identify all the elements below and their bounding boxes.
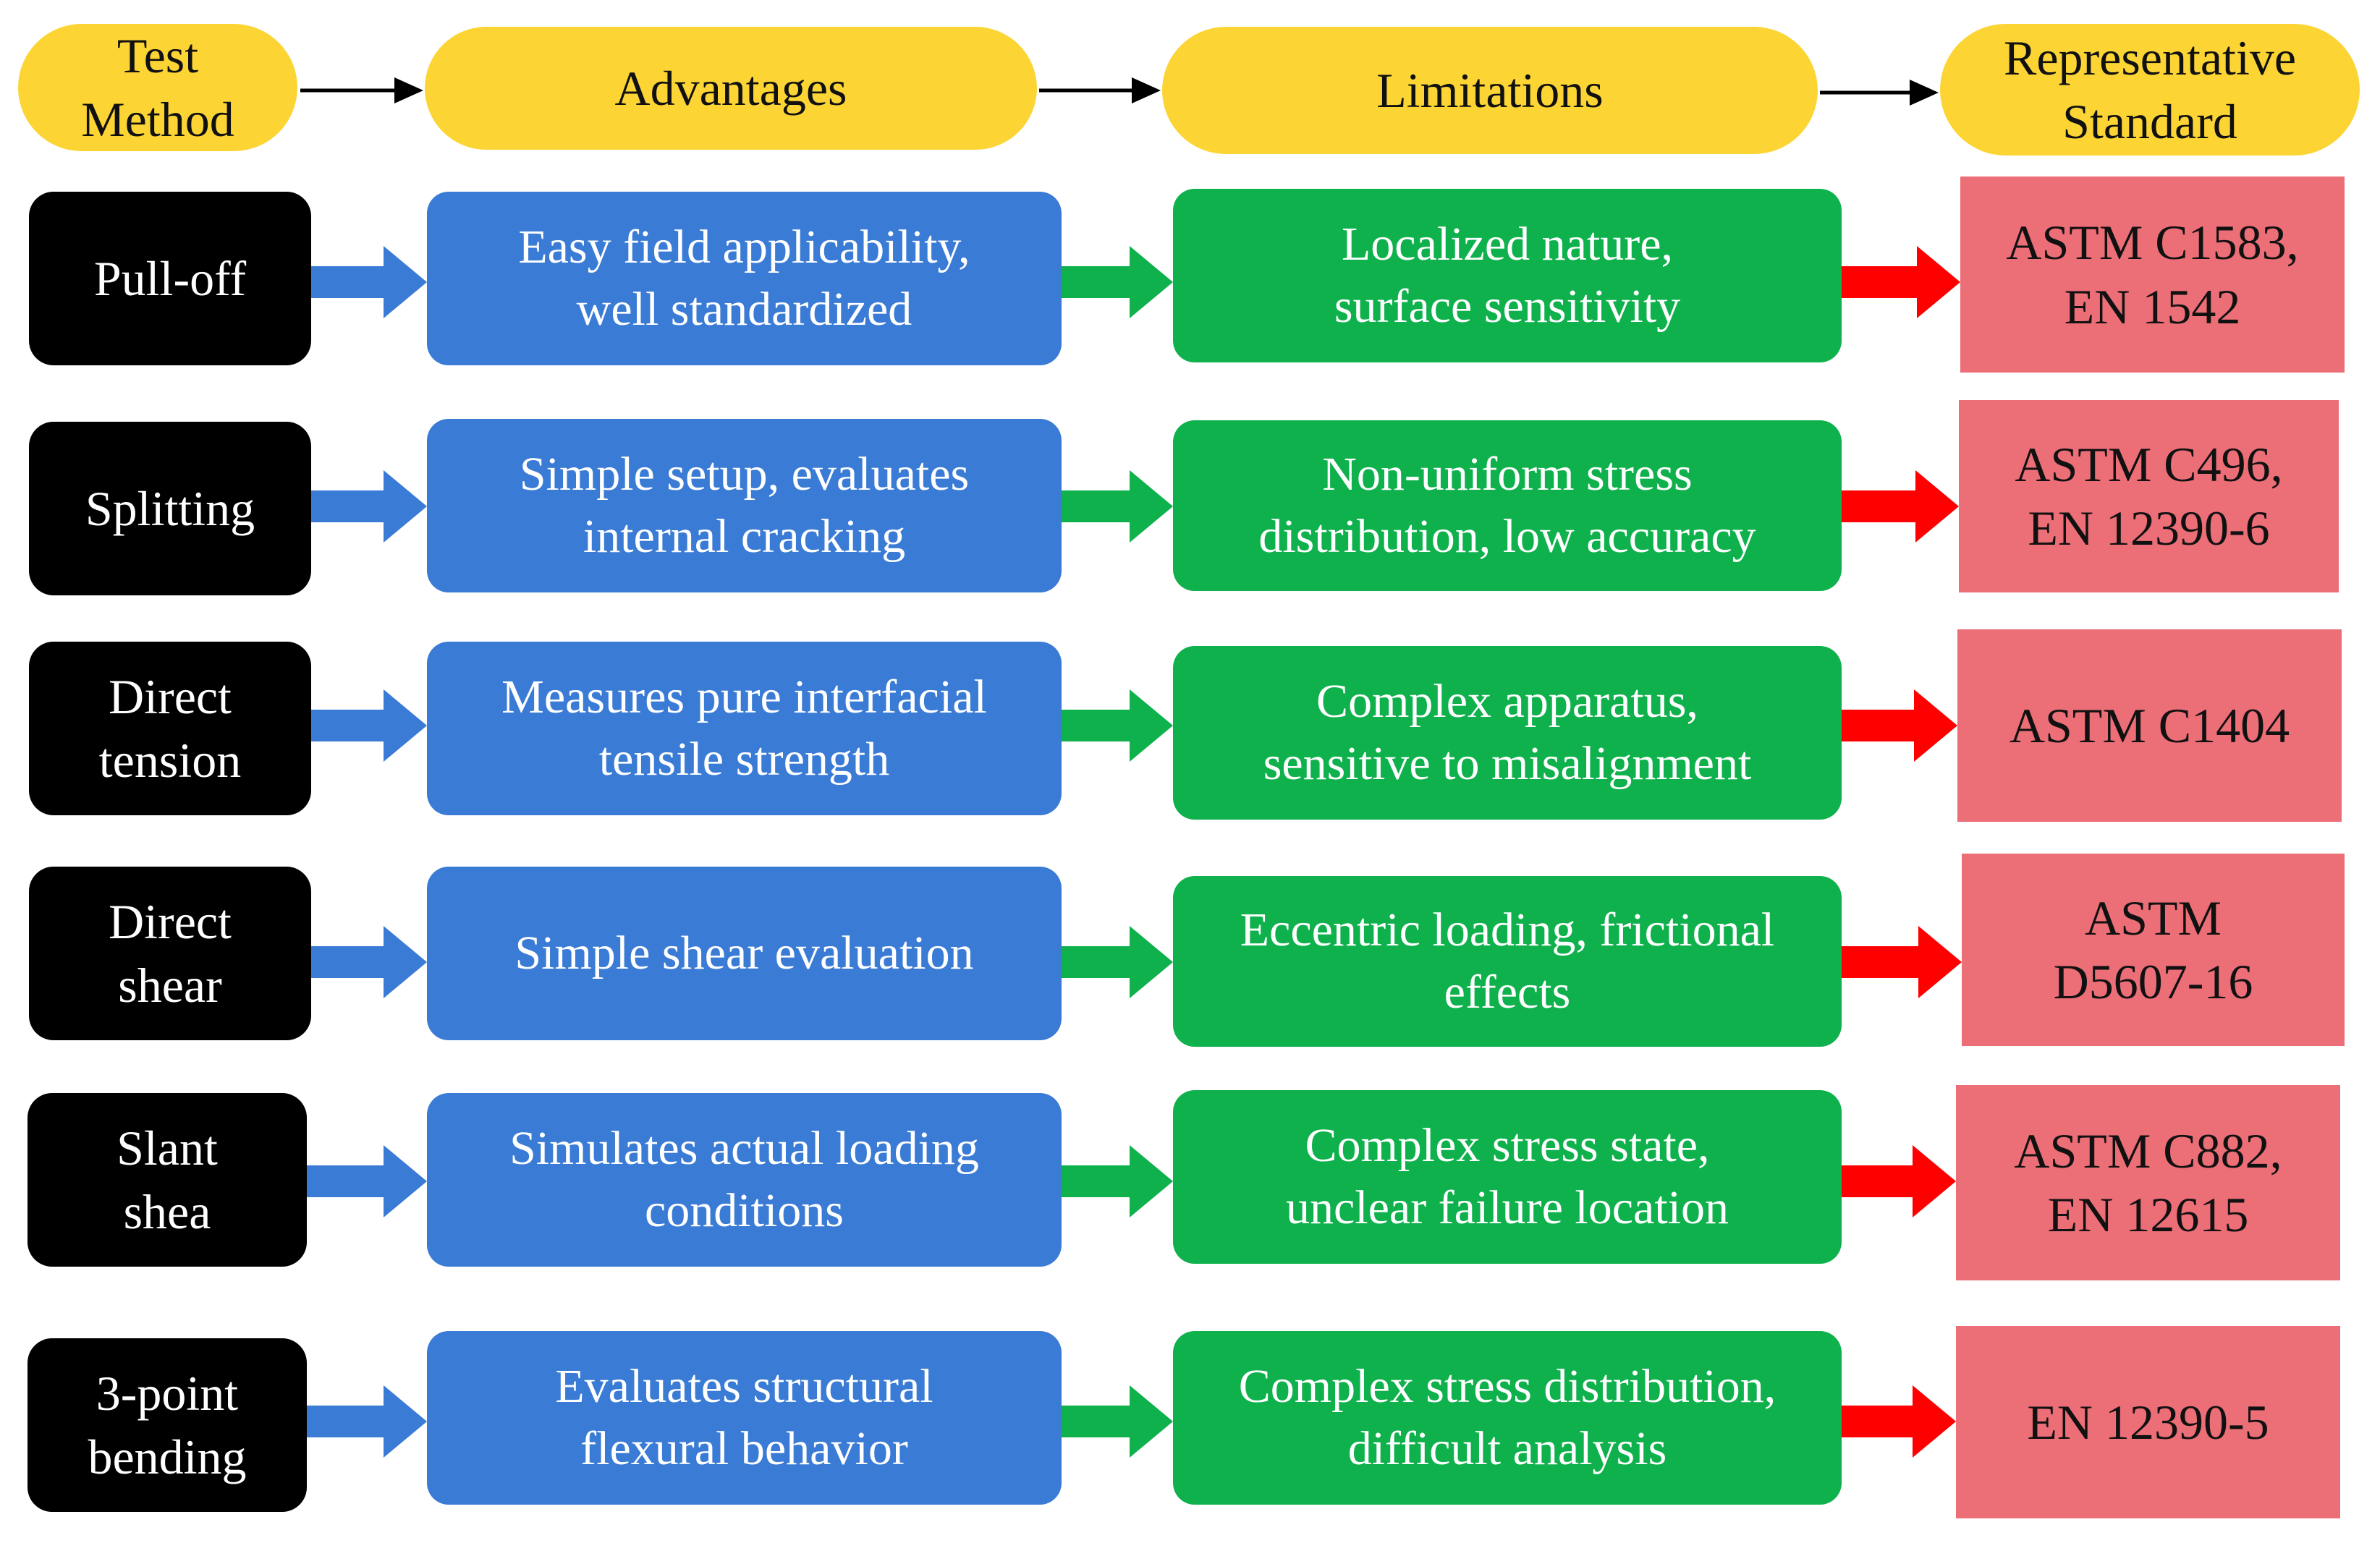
limitation-box: Non-uniform stress distribution, low acc…: [1173, 420, 1842, 591]
blue-arrow: [311, 470, 427, 543]
blue-arrow: [307, 1385, 427, 1458]
green-arrow: [1062, 1385, 1173, 1458]
header-connector-arrow: [1820, 80, 1939, 106]
header-advantages: Advantages: [425, 27, 1037, 150]
green-arrow: [1062, 470, 1173, 543]
limitation-box: Localized nature, surface sensitivity: [1173, 189, 1842, 362]
method-box: Slant shea: [27, 1093, 307, 1267]
standard-box: ASTM C882, EN 12615: [1956, 1085, 2340, 1280]
blue-arrow: [311, 926, 427, 998]
advantage-box: Simple setup, evaluates internal crackin…: [427, 419, 1062, 592]
advantage-box: Evaluates structural flexural behavior: [427, 1331, 1062, 1505]
red-arrow: [1842, 926, 1962, 998]
limitation-box: Complex stress distribution, difficult a…: [1173, 1331, 1842, 1505]
advantage-box: Simulates actual loading conditions: [427, 1093, 1062, 1267]
green-arrow: [1062, 926, 1173, 998]
limitation-box: Eccentric loading, frictional effects: [1173, 876, 1842, 1047]
red-arrow: [1842, 1385, 1956, 1458]
method-box: Direct shear: [29, 867, 311, 1040]
green-arrow: [1062, 246, 1173, 318]
standard-box: ASTM C496, EN 12390-6: [1959, 400, 2339, 592]
header-representative-standard: Representative Standard: [1940, 24, 2360, 156]
advantage-box: Measures pure interfacial tensile streng…: [427, 642, 1062, 815]
red-arrow: [1842, 1145, 1956, 1217]
blue-arrow: [311, 246, 427, 318]
green-arrow: [1062, 689, 1173, 762]
blue-arrow: [307, 1145, 427, 1217]
header-limitations: Limitations: [1162, 27, 1818, 154]
limitation-box: Complex stress state, unclear failure lo…: [1173, 1090, 1842, 1264]
limitation-box: Complex apparatus, sensitive to misalign…: [1173, 646, 1842, 820]
method-box: Direct tension: [29, 642, 311, 815]
red-arrow: [1842, 246, 1960, 318]
standard-box: EN 12390-5: [1956, 1326, 2340, 1518]
standard-box: ASTM D5607-16: [1962, 854, 2345, 1046]
blue-arrow: [311, 689, 427, 762]
method-box: Splitting: [29, 422, 311, 595]
advantage-box: Simple shear evaluation: [427, 867, 1062, 1040]
method-box: Pull-off: [29, 192, 311, 365]
advantage-box: Easy field applicability, well standardi…: [427, 192, 1062, 365]
standard-box: ASTM C1404: [1957, 629, 2342, 822]
header-test-method: Test Method: [18, 24, 297, 151]
standard-box: ASTM C1583, EN 1542: [1960, 177, 2345, 373]
red-arrow: [1842, 689, 1957, 762]
method-box: 3-point bending: [27, 1338, 307, 1512]
green-arrow: [1062, 1145, 1173, 1217]
header-connector-arrow: [1039, 77, 1161, 103]
red-arrow: [1842, 470, 1959, 543]
header-connector-arrow: [300, 77, 423, 103]
